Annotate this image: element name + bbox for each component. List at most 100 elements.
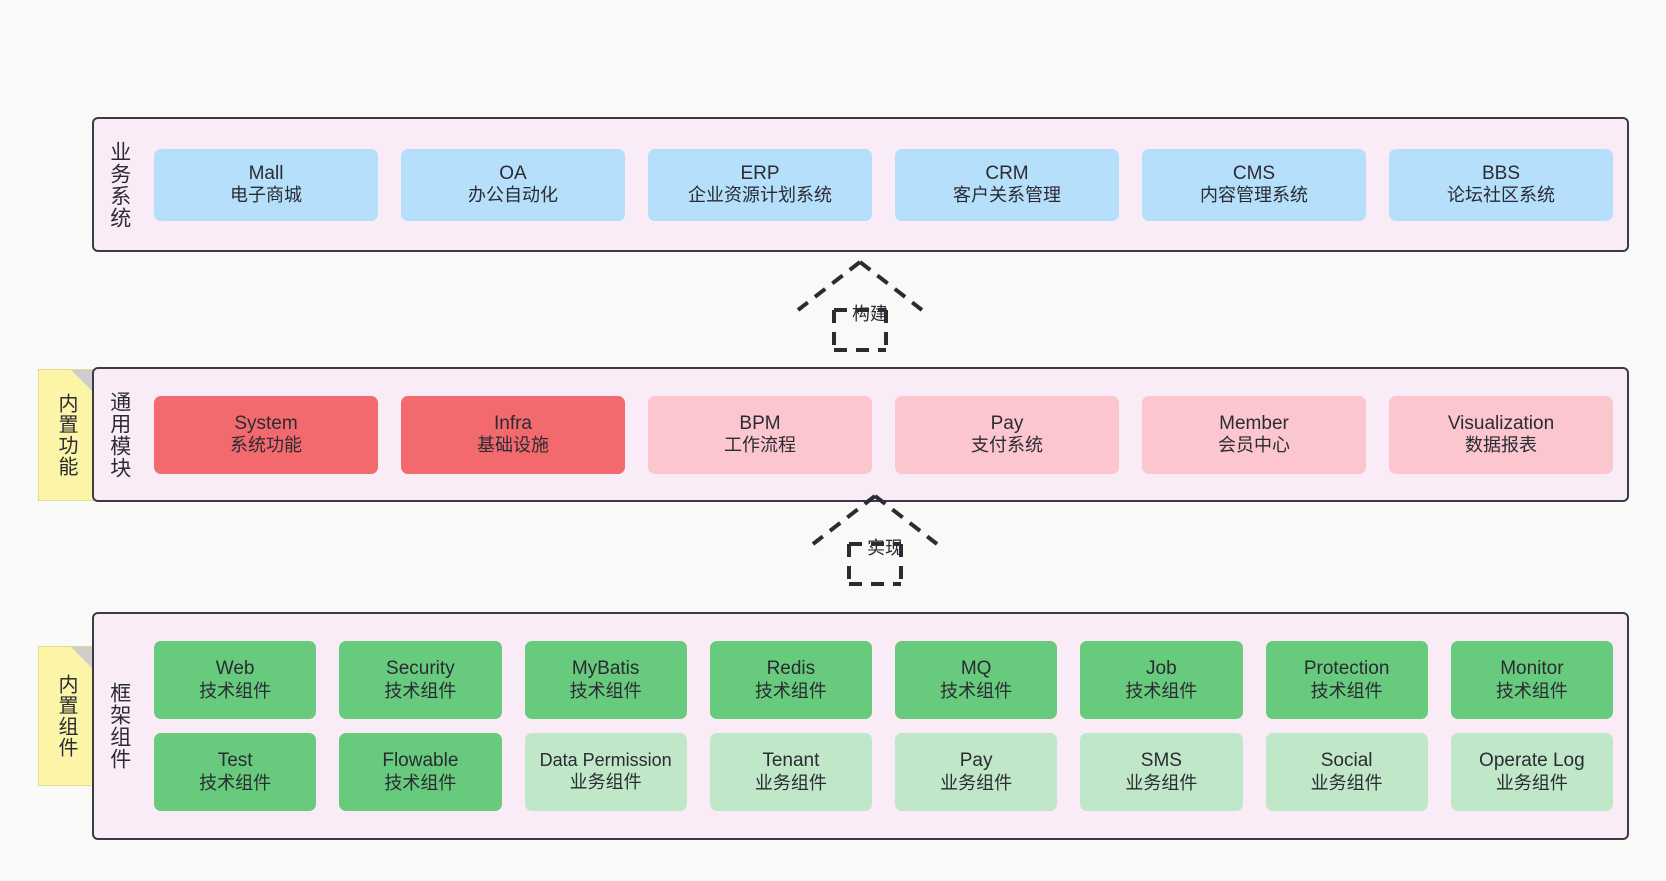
node-bbs[interactable]: BBS 论坛社区系统 <box>1389 148 1613 221</box>
node-title: Protection <box>1303 658 1390 680</box>
layer-title-frame-text: 框架组件 <box>107 682 131 770</box>
node-test[interactable]: Test 技术组件 <box>154 733 317 811</box>
node-erp[interactable]: ERP 企业资源计划系统 <box>648 148 872 221</box>
node-title: Monitor <box>1500 658 1564 680</box>
node-subtitle: 业务组件 <box>940 772 1013 793</box>
node-subtitle: 技术组件 <box>199 680 272 701</box>
node-title: Security <box>386 658 455 680</box>
node-title: SMS <box>1140 750 1182 772</box>
node-title: Web <box>215 658 255 680</box>
node-subtitle: 技术组件 <box>754 680 827 701</box>
node-title: Pay <box>990 412 1024 434</box>
arrow-implement-label: 实现 <box>867 538 903 558</box>
node-title: Member <box>1219 412 1289 434</box>
node-title: BBS <box>1481 162 1521 184</box>
node-title: CMS <box>1232 162 1276 184</box>
node-title: Operate Log <box>1479 750 1585 772</box>
layer-title-business-text: 业务系统 <box>107 140 131 229</box>
node-subtitle: 论坛社区系统 <box>1447 185 1555 206</box>
node-monitor[interactable]: Monitor 技术组件 <box>1450 641 1613 719</box>
node-cms[interactable]: CMS 内容管理系统 <box>1142 148 1366 221</box>
node-row: Mall 电子商城 OA 办公自动化 ERP 企业资源计划系统 CRM 客户关系… <box>154 148 1613 221</box>
node-subtitle: 会员中心 <box>1218 435 1290 456</box>
node-crm[interactable]: CRM 客户关系管理 <box>895 148 1119 221</box>
node-subtitle: 内容管理系统 <box>1200 185 1308 206</box>
node-social[interactable]: Social 业务组件 <box>1265 733 1428 811</box>
layer-title-common-text: 通用模块 <box>107 390 131 479</box>
node-operate-log[interactable]: Operate Log 业务组件 <box>1450 733 1613 811</box>
node-sms[interactable]: SMS 业务组件 <box>1080 733 1243 811</box>
node-row: Test 技术组件 Flowable 技术组件 Data Permission … <box>154 733 1613 811</box>
node-bpm[interactable]: BPM 工作流程 <box>648 395 872 474</box>
node-subtitle: 系统功能 <box>230 435 302 456</box>
node-flowable[interactable]: Flowable 技术组件 <box>339 733 502 811</box>
node-redis[interactable]: Redis 技术组件 <box>709 641 872 719</box>
node-title: Tenant <box>762 750 820 772</box>
node-subtitle: 技术组件 <box>1310 680 1383 701</box>
node-title: Pay <box>959 750 993 772</box>
note-builtin-component: 内置组件 <box>38 646 94 786</box>
node-subtitle: 业务组件 <box>1310 772 1383 793</box>
dashed-generalization-arrow-icon <box>796 260 924 352</box>
node-subtitle: 工作流程 <box>724 435 796 456</box>
node-title: BPM <box>739 412 781 434</box>
layer-common-module: 通用模块 System 系统功能 Infra 基础设施 BPM 工作流程 Pay <box>92 367 1629 502</box>
node-system[interactable]: System 系统功能 <box>154 395 378 474</box>
node-mq[interactable]: MQ 技术组件 <box>895 641 1058 719</box>
node-job[interactable]: Job 技术组件 <box>1080 641 1243 719</box>
node-web[interactable]: Web 技术组件 <box>154 641 317 719</box>
node-oa[interactable]: OA 办公自动化 <box>401 148 625 221</box>
node-title: MQ <box>960 658 992 680</box>
node-subtitle: 技术组件 <box>940 680 1013 701</box>
layer-body-business: Mall 电子商城 OA 办公自动化 ERP 企业资源计划系统 CRM 客户关系… <box>140 119 1627 250</box>
node-protection[interactable]: Protection 技术组件 <box>1265 641 1428 719</box>
node-subtitle: 技术组件 <box>384 772 457 793</box>
node-row: System 系统功能 Infra 基础设施 BPM 工作流程 Pay 支付系统… <box>154 395 1613 474</box>
node-title: Visualization <box>1447 412 1555 434</box>
node-title: Redis <box>766 658 816 680</box>
node-title: Social <box>1320 750 1373 772</box>
node-title: Job <box>1146 658 1177 680</box>
node-mall[interactable]: Mall 电子商城 <box>154 148 378 221</box>
node-subtitle: 企业资源计划系统 <box>688 185 832 206</box>
arrow-implement: 实现 <box>805 492 945 587</box>
dashed-generalization-arrow-icon <box>811 494 939 586</box>
node-subtitle: 数据报表 <box>1465 435 1537 456</box>
node-subtitle: 客户关系管理 <box>953 185 1061 206</box>
node-title: Flowable <box>382 750 459 772</box>
node-member[interactable]: Member 会员中心 <box>1142 395 1366 474</box>
layer-title-common: 通用模块 <box>94 369 140 500</box>
node-subtitle: 业务组件 <box>569 772 642 792</box>
node-subtitle: 技术组件 <box>199 772 272 793</box>
node-title: Mall <box>248 162 284 184</box>
node-subtitle: 办公自动化 <box>468 185 558 206</box>
arrow-build: 构建 <box>790 258 930 353</box>
node-infra[interactable]: Infra 基础设施 <box>401 395 625 474</box>
layer-body-common: System 系统功能 Infra 基础设施 BPM 工作流程 Pay 支付系统… <box>140 369 1627 500</box>
node-mybatis[interactable]: MyBatis 技术组件 <box>524 641 687 719</box>
note-builtin-function-text: 内置功能 <box>55 393 77 477</box>
node-pay[interactable]: Pay 支付系统 <box>895 395 1119 474</box>
note-builtin-component-text: 内置组件 <box>55 674 77 758</box>
node-tenant[interactable]: Tenant 业务组件 <box>709 733 872 811</box>
node-subtitle: 技术组件 <box>569 680 642 701</box>
node-subtitle: 基础设施 <box>477 435 549 456</box>
layer-framework-component: 框架组件 Web 技术组件 Security 技术组件 MyBatis 技术组件… <box>92 612 1629 840</box>
node-pay-business[interactable]: Pay 业务组件 <box>895 733 1058 811</box>
node-subtitle: 支付系统 <box>971 435 1043 456</box>
node-security[interactable]: Security 技术组件 <box>339 641 502 719</box>
node-data-permission[interactable]: Data Permission 业务组件 <box>524 733 687 811</box>
node-subtitle: 业务组件 <box>754 772 827 793</box>
arrow-build-label: 构建 <box>852 304 888 324</box>
node-title: OA <box>499 162 527 184</box>
layer-title-frame: 框架组件 <box>94 614 140 838</box>
node-visualization[interactable]: Visualization 数据报表 <box>1389 395 1613 474</box>
node-title: ERP <box>740 162 780 184</box>
node-subtitle: 电子商城 <box>230 185 302 206</box>
node-title: Infra <box>493 412 533 434</box>
node-title: Test <box>217 750 253 772</box>
node-row: Web 技术组件 Security 技术组件 MyBatis 技术组件 Redi… <box>154 641 1613 719</box>
layer-body-frame: Web 技术组件 Security 技术组件 MyBatis 技术组件 Redi… <box>140 614 1627 838</box>
node-title: System <box>234 412 298 434</box>
